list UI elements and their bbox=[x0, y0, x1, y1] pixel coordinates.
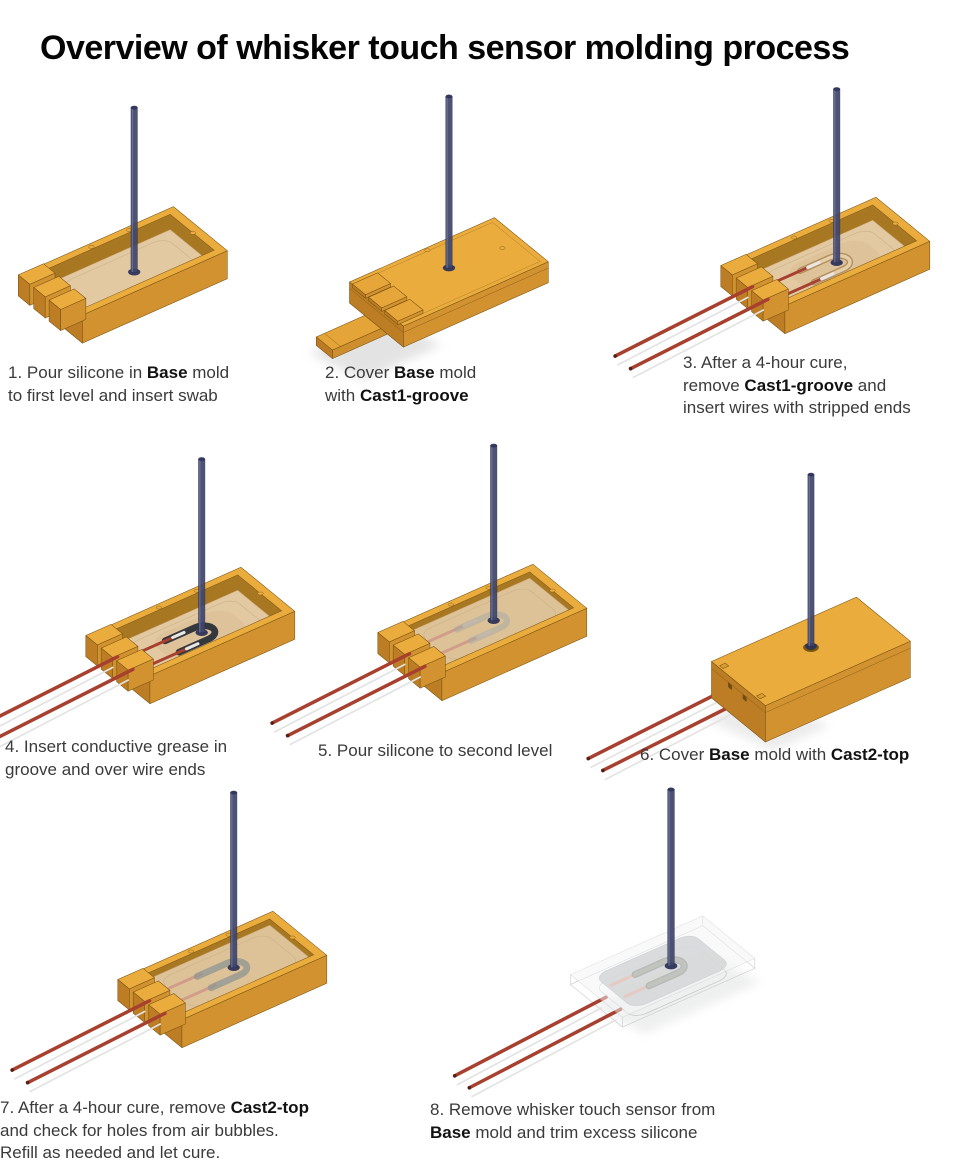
step-8-caption: 8. Remove whisker touch sensor from Base… bbox=[430, 1099, 750, 1144]
caption-text: Cast2-top bbox=[230, 1098, 309, 1117]
caption-text: Cast1-groove bbox=[359, 385, 469, 405]
base-mold-open-groove-filled-with-conductive-grease-illustration bbox=[0, 457, 296, 748]
page-title: Overview of whisker touch sensor molding… bbox=[40, 28, 850, 67]
base-mold-open-first-pour-with-swab-illustration bbox=[18, 105, 228, 344]
step-4-caption: 4. Insert conductive grease in groove an… bbox=[5, 736, 260, 781]
base-mold-open-groove-with-wires-inserted-illustration bbox=[613, 87, 931, 379]
step-6-caption: 6. Cover Base mold with Cast2-top bbox=[640, 744, 950, 767]
caption-text: 3. After a 4-hour cure, remove bbox=[683, 353, 848, 395]
caption-text: 6. Cover bbox=[640, 745, 709, 764]
caption-text: 1. Pour silicone in bbox=[8, 363, 147, 382]
caption-text: and check for holes from air bubbles. Re… bbox=[0, 1120, 279, 1163]
caption-text: 8. Remove whisker touch sensor from bbox=[430, 1100, 716, 1119]
caption-text: Cast2-top bbox=[830, 745, 910, 764]
caption-text: mold with bbox=[749, 745, 831, 764]
base-mold-open-cured-second-level-illustration bbox=[10, 790, 328, 1093]
caption-text: Base bbox=[393, 363, 435, 382]
base-mold-open-silicone-second-level-illustration bbox=[270, 443, 588, 746]
base-mold-covered-with-cast1-groove-illustration bbox=[309, 94, 549, 381]
step-3-caption: 3. After a 4-hour cure, remove Cast1-gro… bbox=[683, 352, 948, 420]
caption-text: 4. Insert conductive grease in groove an… bbox=[5, 737, 228, 779]
step-5-caption: 5. Pour silicone to second level bbox=[318, 740, 608, 763]
caption-text: Base bbox=[708, 745, 750, 764]
caption-text: 5. Pour silicone to second level bbox=[318, 741, 553, 760]
step-7-caption: 7. After a 4-hour cure, remove Cast2-top… bbox=[0, 1097, 335, 1165]
caption-text: mold to first level and insert swab bbox=[8, 363, 230, 405]
step-1-caption: 1. Pour silicone in Base mold to first l… bbox=[8, 362, 258, 407]
caption-text: Base bbox=[430, 1122, 471, 1142]
caption-text: 7. After a 4-hour cure, remove bbox=[0, 1098, 231, 1117]
caption-text: Cast1-groove bbox=[744, 375, 854, 395]
step-2-caption: 2. Cover Base mold with Cast1-groove bbox=[325, 362, 555, 407]
caption-text: mold and trim excess silicone bbox=[470, 1122, 698, 1142]
caption-text: 2. Cover bbox=[325, 363, 394, 382]
caption-text: Base bbox=[146, 363, 188, 382]
caption-text: and insert wires with stripped ends bbox=[683, 375, 911, 418]
caption-text: mold with bbox=[325, 363, 477, 405]
demolded-whisker-touch-sensor-illustration bbox=[452, 787, 762, 1098]
base-mold-covered-with-cast2-top-illustration bbox=[586, 472, 911, 781]
